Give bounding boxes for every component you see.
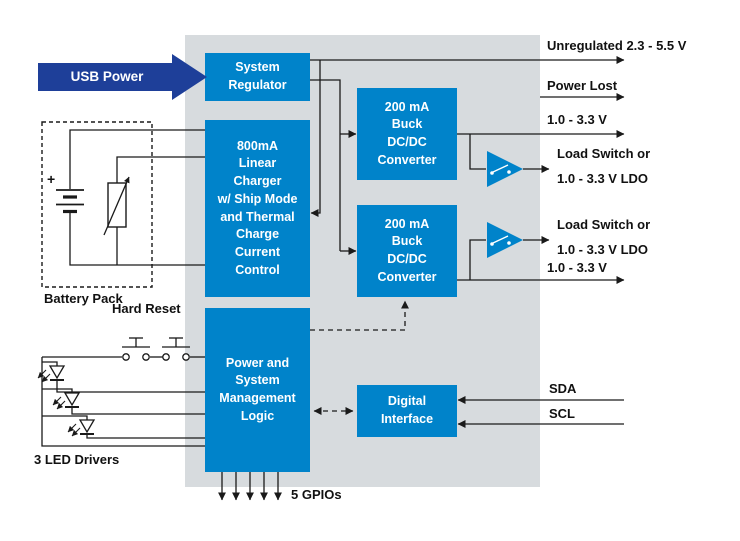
label-sda: SDA bbox=[549, 381, 577, 396]
label-scl: SCL bbox=[549, 406, 575, 421]
battery-pack-box bbox=[41, 121, 153, 288]
label-load-switch-1-line2: 1.0 - 3.3 V LDO bbox=[557, 171, 649, 186]
label-battery-plus: + bbox=[47, 171, 56, 187]
block-digital-interface-label: Digital Interface bbox=[380, 394, 434, 426]
block-buck-converter-top: 200 mA Buck DC/DC Converter bbox=[357, 88, 457, 180]
led-icon-2 bbox=[52, 392, 81, 410]
label-gpios: 5 GPIOs bbox=[291, 487, 342, 502]
label-load-switch-2-line1: Load Switch or bbox=[557, 217, 651, 232]
block-system-regulator-label: System Regulator bbox=[228, 60, 287, 92]
block-buck-converter-bottom: 200 mA Buck DC/DC Converter bbox=[357, 205, 457, 297]
block-linear-charger-label: 800mA Linear Charger w/ Ship Mode and Th… bbox=[217, 138, 298, 277]
block-power-management-logic: Power and System Management Logic bbox=[205, 308, 310, 472]
battery-icon bbox=[56, 129, 205, 266]
led-icon-1 bbox=[37, 365, 66, 383]
block-system-regulator: System Regulator bbox=[205, 53, 310, 101]
block-power-management-logic-label: Power and System Management Logic bbox=[219, 355, 296, 423]
label-load-switch-2-line2: 1.0 - 3.3 V LDO bbox=[557, 242, 649, 257]
pushbutton-icon-1 bbox=[122, 337, 150, 361]
block-linear-charger: 800mA Linear Charger w/ Ship Mode and Th… bbox=[205, 120, 310, 297]
label-battery-pack: Battery Pack bbox=[44, 291, 123, 306]
label-buck-bottom-output: 1.0 - 3.3 V bbox=[547, 260, 607, 275]
led-icon-3 bbox=[67, 419, 96, 437]
label-usb-power: USB Power bbox=[70, 69, 144, 84]
block-buck-converter-bottom-label: 200 mA Buck DC/DC Converter bbox=[377, 216, 437, 284]
block-buck-converter-top-label: 200 mA Buck DC/DC Converter bbox=[377, 99, 437, 167]
label-unregulated-output: Unregulated 2.3 - 5.5 V bbox=[547, 38, 687, 53]
label-load-switch-1-line1: Load Switch or bbox=[557, 146, 651, 161]
label-power-lost: Power Lost bbox=[547, 78, 618, 93]
led-rail-wires bbox=[41, 357, 205, 447]
block-digital-interface: Digital Interface bbox=[357, 385, 457, 437]
label-buck-top-output: 1.0 - 3.3 V bbox=[547, 112, 607, 127]
label-hard-reset: Hard Reset bbox=[112, 301, 181, 316]
label-led-drivers: 3 LED Drivers bbox=[34, 452, 120, 467]
